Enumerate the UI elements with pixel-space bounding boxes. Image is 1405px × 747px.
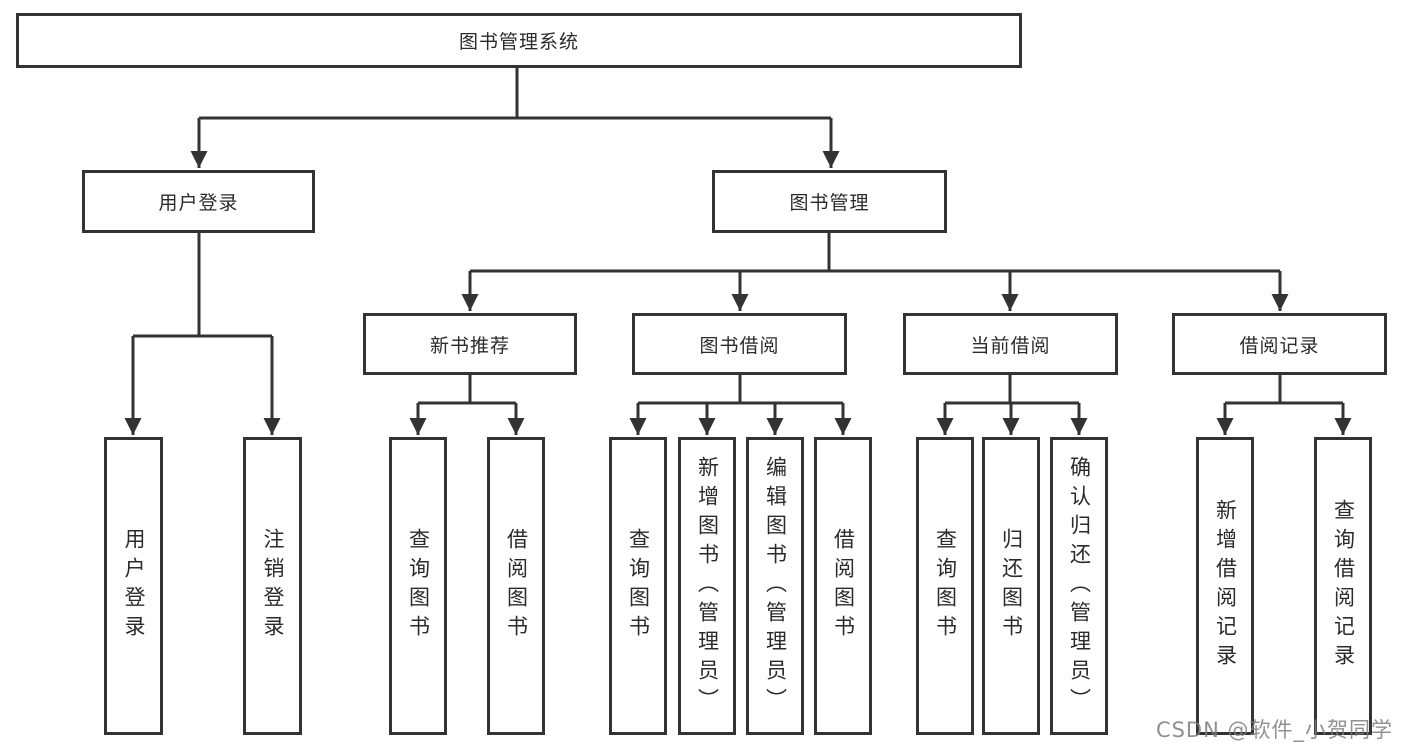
node-label: 当前借阅: [970, 334, 1051, 357]
node-label: 新增借阅记录: [1213, 499, 1238, 673]
leaf-br-query-record: 查询借阅记录: [1314, 437, 1372, 735]
node-label: 确认归还（管理员）: [1067, 455, 1092, 717]
node-new-book-recommend: 新书推荐: [363, 313, 577, 375]
node-label: 查询图书: [626, 528, 651, 644]
node-label: 归还图书: [999, 528, 1024, 644]
leaf-nbr-query-books: 查询图书: [389, 437, 447, 735]
node-borrowing-records: 借阅记录: [1172, 313, 1387, 375]
node-label: 用户登录: [122, 528, 146, 644]
node-label: 新增图书（管理员）: [695, 455, 720, 717]
node-label: 借阅图书: [831, 528, 856, 644]
leaf-bb-add-books-admin: 新增图书（管理员）: [678, 437, 736, 735]
leaf-bb-edit-books-admin: 编辑图书（管理员）: [746, 437, 804, 735]
leaf-cb-query-books: 查询图书: [916, 437, 974, 735]
leaf-bb-borrow-books: 借阅图书: [814, 437, 872, 735]
leaf-cb-return-books: 归还图书: [982, 437, 1040, 735]
node-book-management: 图书管理: [712, 170, 947, 233]
node-label: 新书推荐: [429, 334, 510, 357]
leaf-logout: 注销登录: [243, 437, 302, 735]
node-label: 查询图书: [933, 528, 958, 644]
node-label: 借阅图书: [504, 528, 529, 644]
node-label: 图书管理系统: [458, 31, 579, 53]
node-book-borrowing: 图书借阅: [632, 313, 847, 375]
leaf-user-login: 用户登录: [104, 437, 163, 735]
node-library-management-system: 图书管理系统: [16, 13, 1022, 68]
node-label: 图书借阅: [699, 334, 780, 357]
node-user-login: 用户登录: [82, 170, 315, 233]
node-label: 借阅记录: [1239, 334, 1320, 357]
node-label: 查询图书: [406, 528, 431, 644]
leaf-br-add-record: 新增借阅记录: [1196, 437, 1254, 735]
node-label: 图书管理: [789, 192, 870, 214]
node-current-borrowing: 当前借阅: [903, 313, 1118, 375]
node-label: 查询借阅记录: [1331, 499, 1356, 673]
leaf-cb-confirm-return-admin: 确认归还（管理员）: [1050, 437, 1108, 735]
leaf-nbr-borrow-books: 借阅图书: [487, 437, 545, 735]
node-label: 编辑图书（管理员）: [763, 455, 788, 717]
leaf-bb-query-books: 查询图书: [609, 437, 667, 735]
node-label: 用户登录: [158, 192, 239, 214]
node-label: 注销登录: [261, 528, 285, 644]
